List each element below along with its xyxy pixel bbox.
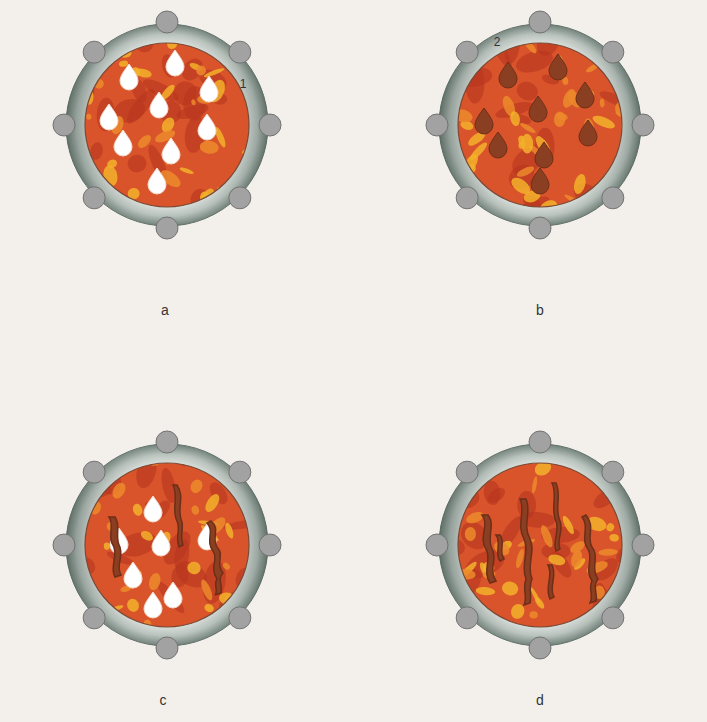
- bolt: [602, 607, 624, 629]
- ring-shade: [439, 24, 641, 226]
- gas-bubble: [200, 76, 218, 102]
- gas-bubble: [166, 50, 184, 76]
- bolt: [259, 534, 281, 556]
- bolt: [602, 41, 624, 63]
- panel-letter: b: [536, 303, 544, 317]
- gas-bubble: [164, 582, 182, 608]
- molten-core: [433, 458, 652, 636]
- bolt: [529, 637, 551, 659]
- filled-pore: [499, 62, 517, 88]
- ring-shade: [66, 444, 268, 646]
- filled-pore: [549, 54, 567, 80]
- bolt: [529, 11, 551, 33]
- gas-bubble: [198, 114, 216, 140]
- bolt: [229, 607, 251, 629]
- panel-letter: d: [536, 693, 544, 707]
- bolt: [156, 431, 178, 453]
- bolt: [259, 114, 281, 136]
- bolt: [456, 41, 478, 63]
- ring-shade: [66, 24, 268, 226]
- crack: [520, 499, 532, 605]
- gas-bubble: [114, 130, 132, 156]
- filled-pore: [475, 108, 493, 134]
- gas-bubble: [144, 592, 162, 618]
- ring-shade: [439, 444, 641, 646]
- pipe-section: [53, 1, 281, 249]
- gas-bubble: [152, 530, 170, 556]
- crack: [207, 521, 223, 595]
- steel-ring: [66, 24, 268, 226]
- bolt: [156, 217, 178, 239]
- gas-bubble: [144, 496, 162, 522]
- callout-number: 2: [494, 36, 501, 48]
- gas-bubble: [148, 168, 166, 194]
- filled-pore: [579, 120, 597, 146]
- bolt: [53, 114, 75, 136]
- filled-pore: [531, 168, 549, 194]
- gas-bubble: [150, 92, 168, 118]
- bolt: [229, 187, 251, 209]
- filled-pore: [535, 142, 553, 168]
- filled-pore: [489, 132, 507, 158]
- panel-letter: a: [161, 303, 169, 317]
- bolt: [456, 607, 478, 629]
- crack: [582, 515, 598, 603]
- crack: [552, 483, 561, 551]
- bolt: [602, 461, 624, 483]
- filled-pore: [529, 96, 547, 122]
- pipe-section: [426, 9, 654, 243]
- molten-core: [57, 1, 258, 249]
- pipe-section: [53, 429, 284, 659]
- steel-ring: [439, 24, 641, 226]
- bolt: [529, 431, 551, 453]
- bolt: [426, 534, 448, 556]
- pipe-section: [426, 431, 654, 659]
- bolt: [156, 11, 178, 33]
- callout-number: 1: [240, 78, 247, 90]
- filled-pore: [576, 82, 594, 108]
- molten-core: [67, 429, 284, 658]
- bolt: [229, 461, 251, 483]
- bolt: [156, 637, 178, 659]
- bolt: [602, 187, 624, 209]
- gas-bubble: [120, 64, 138, 90]
- gas-bubble: [100, 104, 118, 130]
- crack: [548, 565, 554, 599]
- gas-bubble: [162, 138, 180, 164]
- bolt: [529, 217, 551, 239]
- crack: [496, 535, 504, 561]
- bolt: [456, 187, 478, 209]
- crack: [482, 515, 496, 583]
- panel-letter: c: [160, 693, 167, 707]
- bolt: [83, 607, 105, 629]
- bolt: [456, 461, 478, 483]
- bolt: [632, 114, 654, 136]
- bolt: [426, 114, 448, 136]
- bolt: [632, 534, 654, 556]
- bolt: [83, 41, 105, 63]
- gas-bubble: [124, 562, 142, 588]
- steel-ring: [439, 444, 641, 646]
- crack: [173, 485, 183, 547]
- crack: [109, 517, 121, 577]
- bolt: [53, 534, 75, 556]
- steel-ring: [66, 444, 268, 646]
- bolt: [83, 187, 105, 209]
- bolt: [83, 461, 105, 483]
- molten-core: [428, 9, 638, 243]
- bolt: [229, 41, 251, 63]
